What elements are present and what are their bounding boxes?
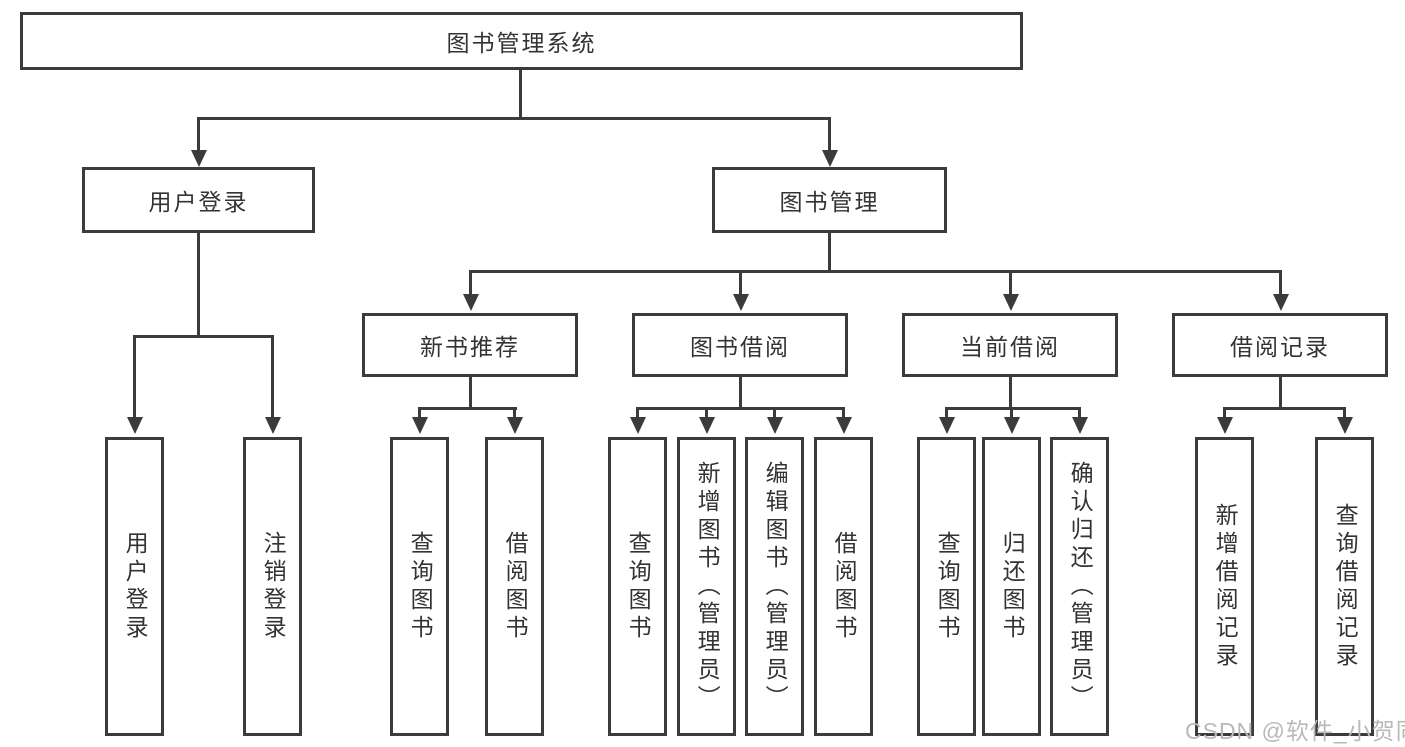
leaf-label: 查询图书 xyxy=(407,530,434,643)
leaf-add-borrow-record: 新增借阅记录 xyxy=(1195,437,1254,736)
leaf-query-borrow-record: 查询借阅记录 xyxy=(1315,437,1374,736)
connector-user-login-stem xyxy=(197,233,200,337)
connector-book-borrow-stem xyxy=(739,377,742,409)
node-user-login-label: 用户登录 xyxy=(148,189,249,215)
leaf-label: 借阅图书 xyxy=(831,530,858,643)
arrow-leaf-return-book xyxy=(1003,407,1020,434)
node-borrow-records-label: 借阅记录 xyxy=(1230,334,1330,360)
leaf-return-book: 归还图书 xyxy=(982,437,1041,736)
arrow-leaf-query-books-3 xyxy=(938,407,955,434)
leaf-query-books-2: 查询图书 xyxy=(608,437,667,736)
arrow-leaf-add-book xyxy=(698,407,715,434)
node-root-label: 图书管理系统 xyxy=(446,30,597,56)
connector-root-bar xyxy=(197,117,831,120)
leaf-label: 归还图书 xyxy=(999,530,1026,643)
arrow-to-user-login xyxy=(190,117,207,167)
arrow-to-new-books xyxy=(462,270,479,311)
csdn-watermark: CSDN @软件_小贺同学 xyxy=(1185,718,1405,744)
connector-book-mgmt-bar xyxy=(469,270,1282,273)
node-book-borrow-label: 图书借阅 xyxy=(690,334,790,360)
node-user-login: 用户登录 xyxy=(82,167,315,233)
leaf-label: 新增图书（管理员） xyxy=(694,460,721,713)
leaf-label: 用户登录 xyxy=(122,530,149,643)
node-book-mgmt-label: 图书管理 xyxy=(779,189,880,215)
connector-current-borrow-stem xyxy=(1009,377,1012,409)
arrow-leaf-query-books-2 xyxy=(629,407,646,434)
connector-borrow-records-stem xyxy=(1279,377,1282,409)
node-current-borrow: 当前借阅 xyxy=(902,313,1118,377)
connector-user-login-bar xyxy=(133,335,274,338)
node-current-borrow-label: 当前借阅 xyxy=(960,334,1060,360)
arrow-to-book-mgmt xyxy=(821,117,838,167)
leaf-edit-book-admin: 编辑图书（管理员） xyxy=(745,437,804,736)
leaf-label: 新增借阅记录 xyxy=(1212,502,1239,671)
node-new-books-label: 新书推荐 xyxy=(420,334,520,360)
arrow-to-book-borrow xyxy=(732,270,749,311)
leaf-label: 查询图书 xyxy=(934,530,961,643)
leaf-label: 查询借阅记录 xyxy=(1332,502,1359,671)
arrow-to-leaf-login xyxy=(126,335,143,434)
connector-new-books-bar xyxy=(418,407,517,410)
leaf-label: 查询图书 xyxy=(625,530,652,643)
leaf-label: 确认归还（管理员） xyxy=(1067,460,1094,713)
arrow-to-leaf-logout xyxy=(264,335,281,434)
arrow-leaf-add-record xyxy=(1216,407,1233,434)
arrow-leaf-borrow-books-2 xyxy=(835,407,852,434)
connector-current-borrow-bar xyxy=(945,407,1081,410)
arrow-leaf-edit-book xyxy=(766,407,783,434)
leaf-query-books-1: 查询图书 xyxy=(390,437,449,736)
leaf-borrow-books-2: 借阅图书 xyxy=(814,437,873,736)
node-root: 图书管理系统 xyxy=(20,12,1023,70)
leaf-label: 借阅图书 xyxy=(502,530,529,643)
arrow-leaf-borrow-books-1 xyxy=(506,407,523,434)
leaf-add-book-admin: 新增图书（管理员） xyxy=(677,437,736,736)
leaf-label: 注销登录 xyxy=(260,530,287,643)
connector-borrow-records-bar xyxy=(1223,407,1346,410)
arrow-leaf-confirm-return xyxy=(1071,407,1088,434)
node-book-borrow: 图书借阅 xyxy=(632,313,848,377)
leaf-label: 编辑图书（管理员） xyxy=(762,460,789,713)
leaf-logout: 注销登录 xyxy=(243,437,302,736)
arrow-to-current-borrow xyxy=(1002,270,1019,311)
node-book-mgmt: 图书管理 xyxy=(712,167,947,233)
node-borrow-records: 借阅记录 xyxy=(1172,313,1388,377)
arrow-leaf-query-record xyxy=(1336,407,1353,434)
arrow-to-borrow-records xyxy=(1272,270,1289,311)
node-new-books: 新书推荐 xyxy=(362,313,578,377)
leaf-confirm-return-admin: 确认归还（管理员） xyxy=(1050,437,1109,736)
leaf-query-books-3: 查询图书 xyxy=(917,437,976,736)
leaf-user-login: 用户登录 xyxy=(105,437,164,736)
leaf-borrow-books-1: 借阅图书 xyxy=(485,437,544,736)
connector-book-borrow-bar xyxy=(636,407,845,410)
connector-root-stem xyxy=(519,70,522,119)
arrow-leaf-query-books-1 xyxy=(411,407,428,434)
connector-new-books-stem xyxy=(469,377,472,409)
connector-book-mgmt-stem xyxy=(828,233,831,272)
